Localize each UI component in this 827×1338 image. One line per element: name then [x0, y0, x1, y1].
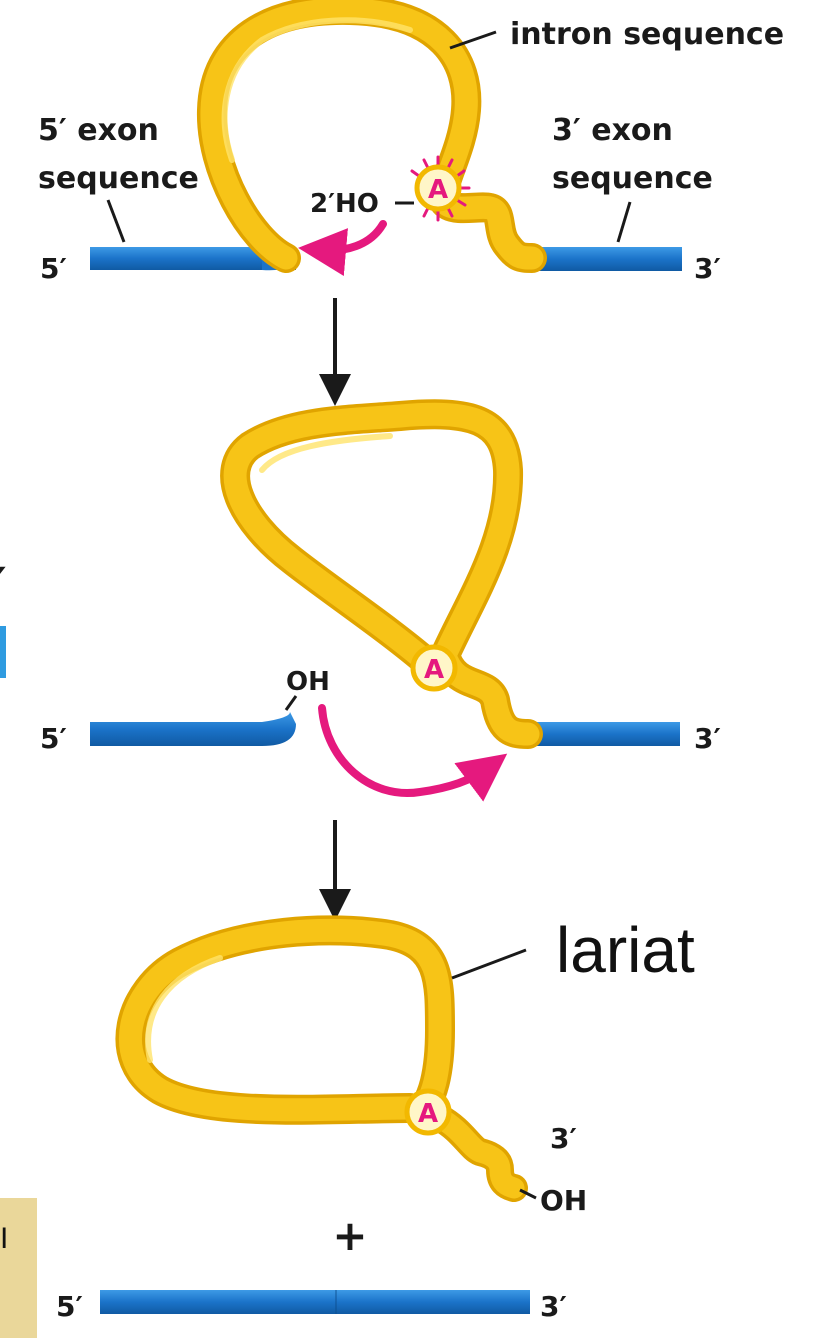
step3-end3: 3′: [540, 1290, 567, 1323]
exon-5-prime-free: [90, 712, 296, 746]
exon3-label-line1: 3′ exon: [552, 113, 673, 148]
attack-arrow-2: [318, 704, 508, 802]
edge-glyph-fragment: I: [0, 1222, 8, 1255]
branch-point-a-2: A: [424, 655, 444, 685]
lariat-oh-bond: [519, 1188, 537, 1200]
branch-point-a-3: A: [418, 1099, 438, 1129]
branch-point-burst: [410, 155, 471, 222]
oh-bond: [284, 695, 298, 711]
step1-end5: 5′: [40, 252, 67, 285]
oh-label: OH: [286, 667, 330, 697]
step-2-intermediate: A OH 5′ 3′: [40, 399, 721, 802]
lariat-highlight: [145, 955, 223, 1063]
lariat-tail: [429, 1107, 525, 1199]
intron2-body: [223, 402, 540, 746]
exon5-label-line1: 5′ exon: [38, 113, 159, 148]
branch-point-circle-3: [404, 1088, 452, 1136]
intron-body: [200, 0, 544, 270]
step-1-pre-mrna: A 2′HO intron sequence 5′ exon sequence …: [38, 0, 784, 285]
intron-label-leader: [449, 30, 497, 50]
edge-yellow-panel: [0, 1198, 37, 1338]
intron-sequence-label: intron sequence: [510, 17, 784, 52]
step2-end5: 5′: [40, 722, 67, 755]
lariat-end3: 3′: [550, 1122, 577, 1155]
lariat-label-leader: [451, 948, 527, 980]
exon5-label-line2: sequence: [38, 161, 199, 196]
step2-end3: 3′: [694, 722, 721, 755]
edge-prime-fragment: ′: [0, 560, 7, 606]
intron-highlight: [221, 17, 413, 163]
branch-point-circle-2: [410, 644, 458, 692]
lariat-body: [119, 918, 452, 1122]
hydroxyl-label: 2′HO: [310, 189, 379, 219]
attack-arrow-1: [298, 220, 387, 276]
edge-blue-fragment: [0, 626, 6, 678]
branch-point-circle: [414, 164, 462, 212]
lariat-label: lariat: [556, 914, 695, 986]
ligated-exons: [100, 1290, 530, 1314]
step-3-products: A lariat 3′ OH + 5′ 3′: [56, 914, 695, 1323]
exon5-label-leader: [106, 199, 126, 243]
plus-sign: +: [332, 1211, 367, 1260]
lariat-oh: OH: [540, 1184, 587, 1217]
step1-end3: 3′: [694, 252, 721, 285]
exon3-label-line2: sequence: [552, 161, 713, 196]
step3-end5: 5′: [56, 1290, 83, 1323]
intron2-highlight: [259, 433, 393, 473]
exon3-label-leader: [616, 201, 632, 243]
branch-point-a: A: [428, 175, 448, 205]
exon-3-prime-attached: [524, 722, 680, 746]
exon-5-prime: [90, 247, 296, 270]
exon-3-prime: [530, 247, 682, 271]
